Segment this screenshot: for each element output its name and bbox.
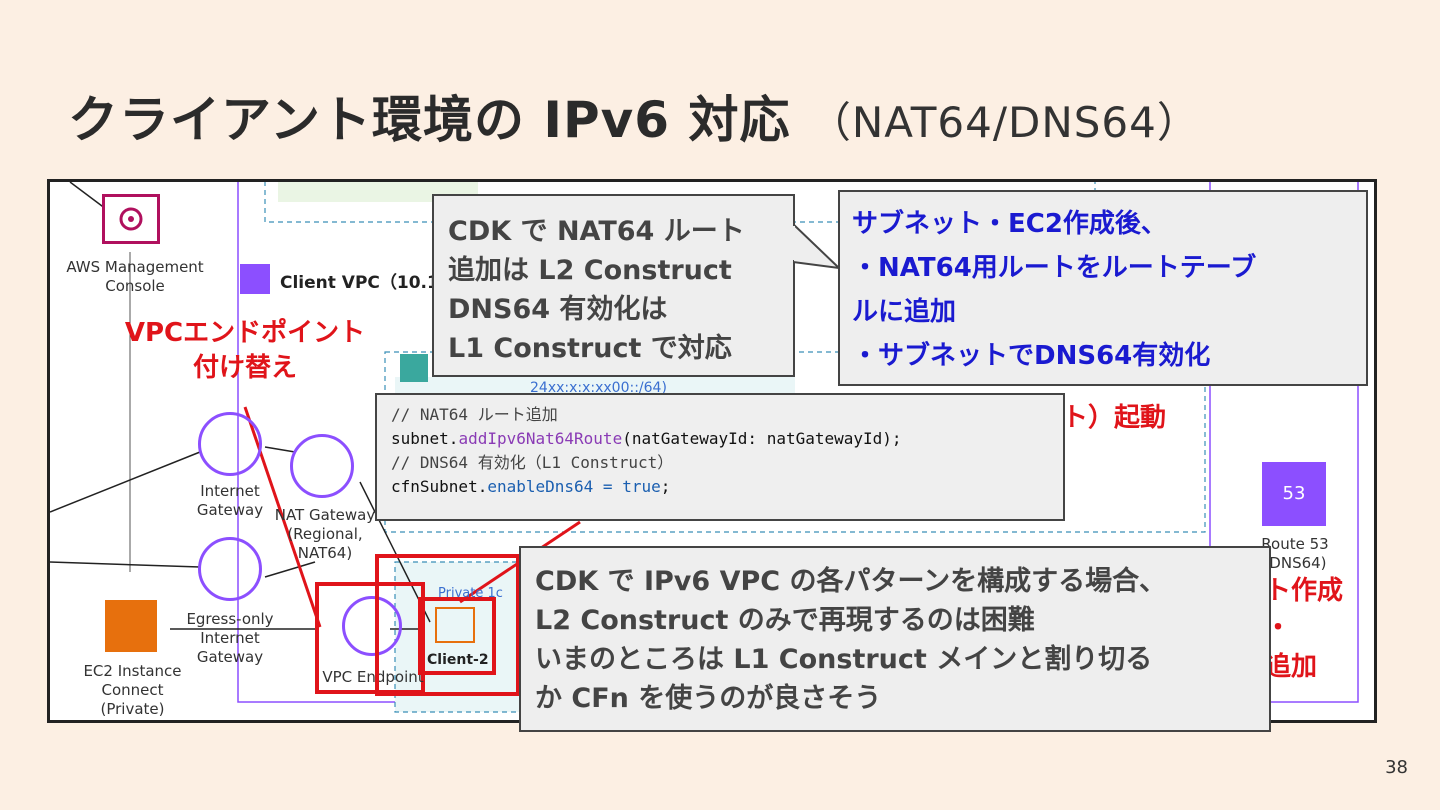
client2-label: Client-2 — [427, 652, 489, 668]
code-comment-2: // DNS64 有効化（L1 Construct） — [391, 453, 674, 472]
mgmt-console-label: AWS Management Console — [66, 258, 204, 295]
vpc-endpoint-highlight — [315, 582, 425, 694]
code-block: // NAT64 ルート追加 subnet.addIpv6Nat64Route(… — [375, 393, 1065, 521]
arch-icon — [198, 537, 262, 601]
cdk-l2-callout-text: CDK で NAT64 ルート 追加は L2 Construct DNS64 有… — [448, 216, 745, 364]
create-partial-label: ト作成 — [1265, 576, 1344, 606]
nat-icon — [290, 434, 354, 498]
callout-pointer — [793, 222, 842, 270]
code-subnet-obj: subnet. — [391, 429, 459, 448]
cdk-l2-callout: CDK で NAT64 ルート 追加は L2 Construct DNS64 有… — [432, 194, 795, 377]
arch-icon — [198, 412, 262, 476]
title-main: クライアント環境の IPv6 対応 — [68, 91, 791, 149]
internet-gateway-label: Internet Gateway — [196, 482, 264, 519]
egress-only-label: Egress-only Internet Gateway — [186, 610, 274, 666]
add-partial-label: 追加 — [1265, 652, 1318, 682]
vpc-endpoint-label: VPC Endpoint — [322, 668, 424, 686]
code-prop-dns64: enableDns64 = true — [487, 477, 661, 496]
nat-gateway-label: NAT Gateway (Regional, NAT64) — [274, 506, 376, 562]
launch-partial-label: ト）起動 — [1062, 403, 1167, 433]
code-cfnsubnet-obj: cfnSubnet. — [391, 477, 488, 496]
route53-label: Route 53 (DNS64) — [1261, 535, 1329, 572]
private-1c-label: Private 1c — [438, 586, 503, 601]
bottom-callout-text: CDK で IPv6 VPC の各パターンを構成する場合、 L2 Constru… — [535, 566, 1167, 714]
client-vpc-label: Client VPC（10.1. — [280, 273, 446, 293]
code-fn-addroute: addIpv6Nat64Route — [458, 429, 623, 448]
client2-highlight — [418, 597, 496, 675]
ipv6-cidr-label: 24xx:x:x:xx00::/64) — [530, 380, 667, 396]
page-number: 38 — [1385, 757, 1408, 778]
code-comment-1: // NAT64 ルート追加 — [391, 405, 558, 424]
code-args: (natGatewayId: natGatewayId); — [622, 429, 902, 448]
title-sub: （NAT64/DNS64） — [808, 98, 1200, 147]
vpc-endpoint-note: VPCエンドポイント 付け替え — [124, 318, 366, 383]
lock-icon — [400, 354, 428, 382]
gear-icon — [102, 194, 160, 244]
slide-title: クライアント環境の IPv6 対応 （NAT64/DNS64） — [68, 80, 1200, 152]
client2-outer-highlight — [375, 554, 520, 696]
ec2-connect-label: EC2 Instance Connect (Private) — [83, 662, 182, 718]
chip-icon — [435, 607, 475, 643]
bottom-callout: CDK で IPv6 VPC の各パターンを構成する場合、 L2 Constru… — [519, 546, 1271, 732]
code-end: ; — [660, 477, 671, 496]
route53-icon: 53 — [1262, 462, 1326, 526]
shield-icon — [342, 596, 402, 656]
cloud-icon — [240, 264, 270, 294]
chip-icon — [105, 600, 157, 652]
blue-callout-text: サブネット・EC2作成後、 ・NAT64用ルートをルートテーブ ルに追加 ・サブ… — [852, 209, 1257, 371]
blue-callout: サブネット・EC2作成後、 ・NAT64用ルートをルートテーブ ルに追加 ・サブ… — [838, 190, 1368, 386]
